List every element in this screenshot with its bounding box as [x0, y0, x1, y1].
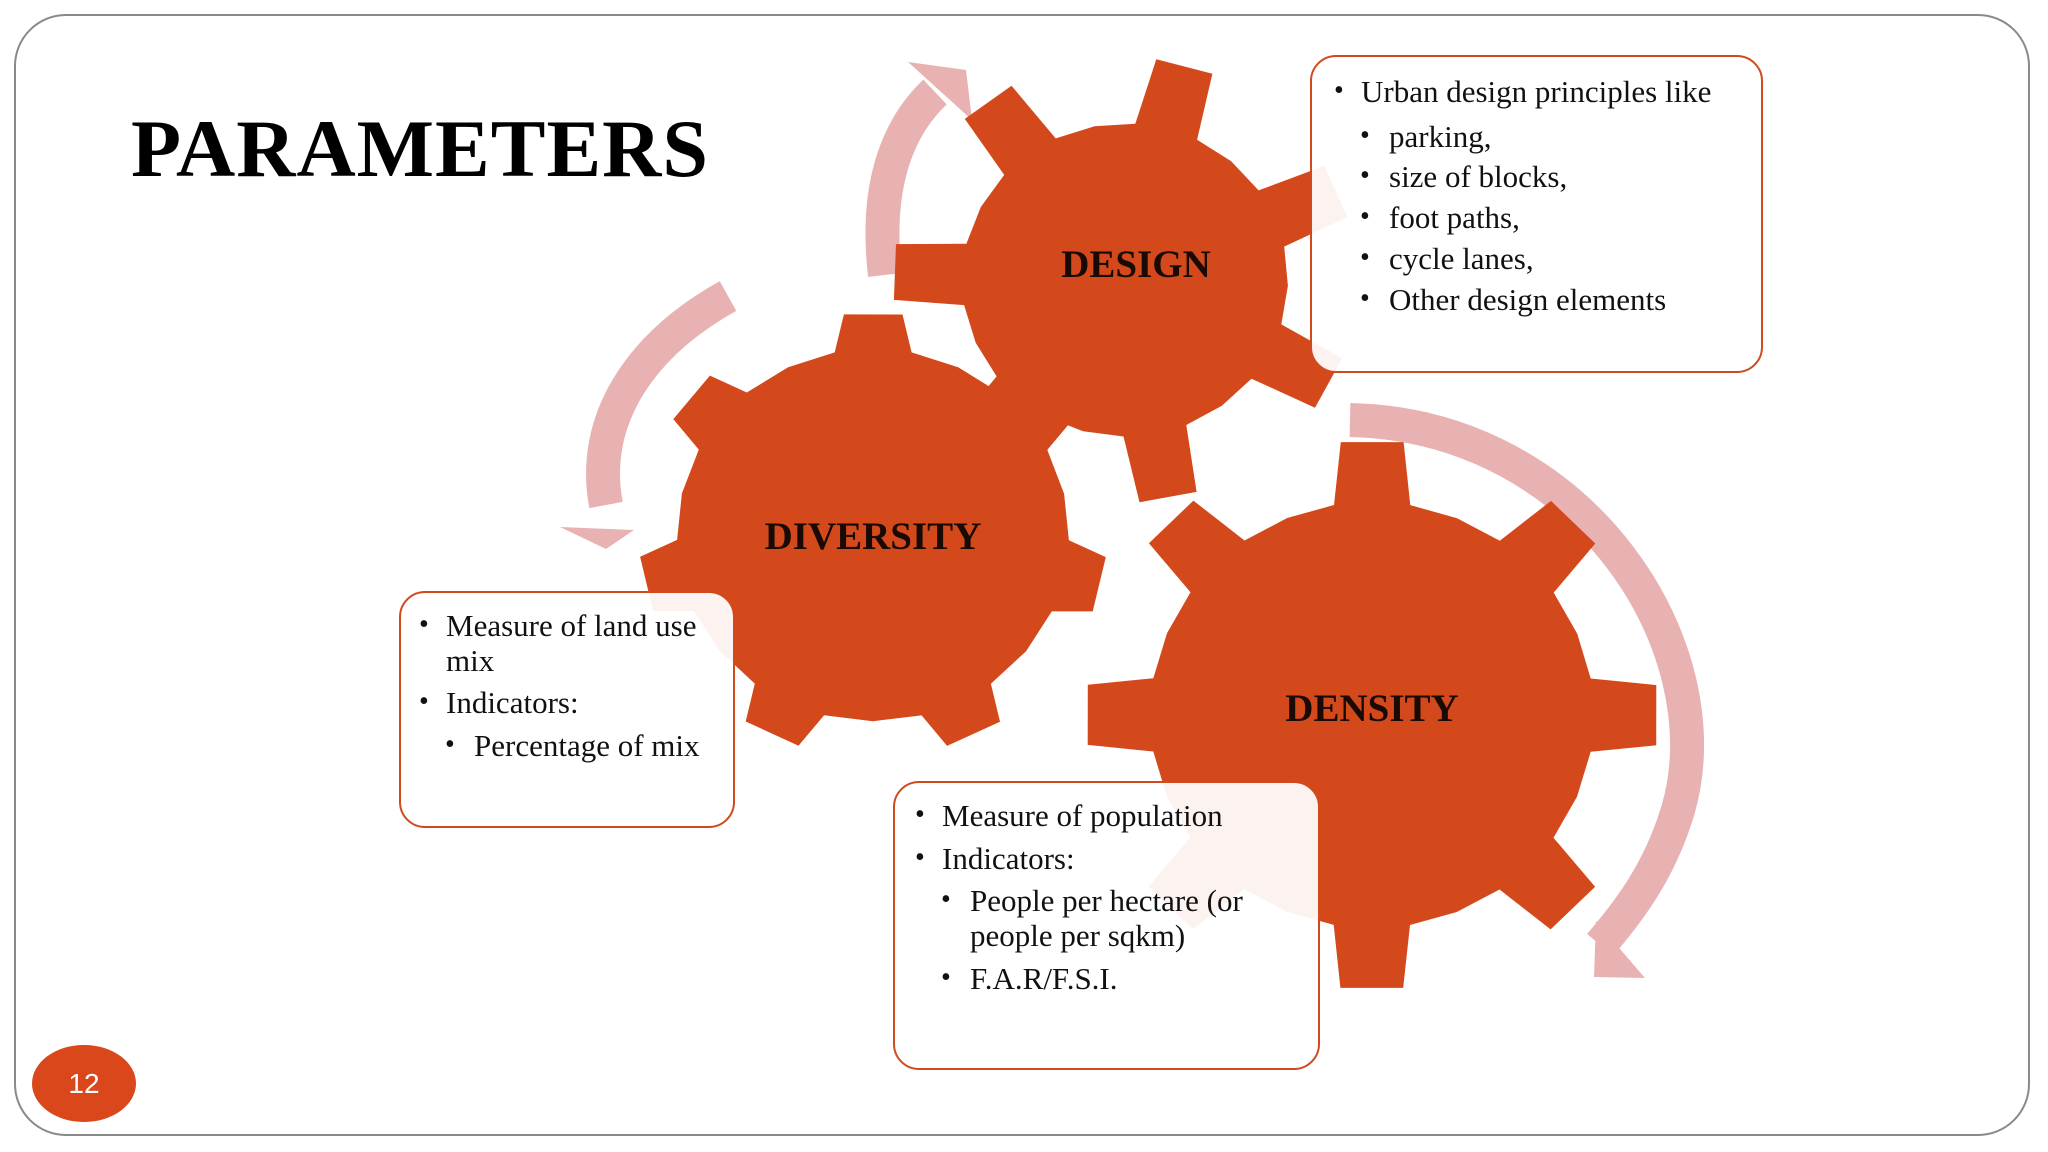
gear-label-density: DENSITY [1285, 687, 1458, 730]
list-item: Indicators: [911, 841, 1302, 877]
callout-density-list: Measure of population Indicators: People… [911, 798, 1302, 997]
list-item: parking, [1330, 119, 1745, 155]
arrow-density-cycle [1349, 403, 1704, 957]
page-number-badge: 12 [32, 1045, 136, 1122]
gear-diversity [640, 314, 1106, 746]
arrow-head-density [1594, 921, 1645, 978]
list-item: People per hectare (or people per sqkm) [911, 883, 1302, 953]
arrow-diversity-cycle [586, 281, 737, 509]
list-item: size of blocks, [1330, 160, 1745, 195]
list-item: Other design elements [1330, 282, 1745, 318]
list-item: cycle lanes, [1330, 241, 1745, 277]
list-item: F.A.R/F.S.I. [911, 961, 1302, 997]
list-item: Percentage of mix [415, 728, 717, 764]
callout-diversity: Measure of land use mix Indicators: Perc… [399, 591, 735, 828]
gear-label-diversity: DIVERSITY [765, 515, 982, 558]
callout-diversity-list: Measure of land use mix Indicators: Perc… [415, 608, 717, 764]
arrow-design-cycle [865, 79, 948, 277]
list-item: Measure of land use mix [415, 608, 717, 678]
arrow-head-diversity [560, 527, 634, 549]
callout-density: Measure of population Indicators: People… [893, 781, 1320, 1070]
list-item: Measure of population [911, 798, 1302, 834]
callout-design-list: Urban design principles like parking, si… [1330, 74, 1745, 318]
page-title: PARAMETERS [131, 103, 709, 194]
list-item: foot paths, [1330, 200, 1745, 236]
list-item: Urban design principles like [1330, 74, 1745, 110]
list-item: Indicators: [415, 686, 717, 721]
gear-label-design: DESIGN [1061, 243, 1211, 286]
callout-design: Urban design principles like parking, si… [1310, 55, 1763, 373]
arrow-head-design [908, 62, 972, 120]
